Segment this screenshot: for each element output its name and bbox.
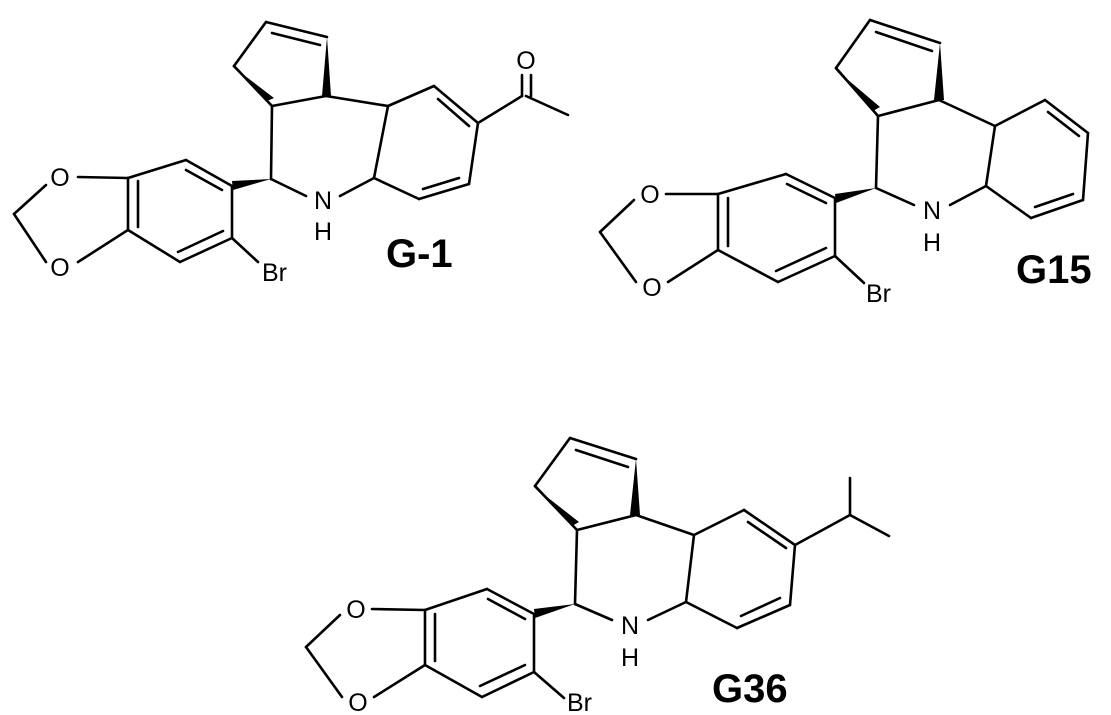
oxygen-atom-label: O (640, 181, 659, 209)
wedge-bond (232, 66, 274, 101)
bromine-atom-label: Br (567, 689, 592, 715)
compound-label: G-1 (386, 232, 453, 276)
bromine-atom-label: Br (262, 259, 287, 287)
compound-label: G36 (712, 667, 788, 711)
wedge-bond (533, 486, 579, 526)
ketone-oxygen-label: O (516, 47, 535, 75)
compound-g-1: O O N H Br O G-1 (12, 20, 570, 287)
wedge-bond (630, 459, 640, 515)
compound-g15: O O N H Br G15 (598, 18, 1092, 308)
nitrogen-atom-label: N (621, 612, 639, 640)
wedge-bond (534, 604, 575, 618)
nitrogen-atom-label: N (923, 197, 941, 225)
oxygen-atom-label: O (50, 254, 69, 282)
hydrogen-atom-label: H (923, 229, 941, 257)
compound-g36: O O N H Br G36 (304, 436, 891, 715)
oxygen-atom-label: O (346, 596, 365, 624)
oxygen-atom-label: O (642, 274, 661, 302)
wedge-bond (232, 179, 271, 190)
oxygen-atom-label: O (50, 164, 69, 192)
nitrogen-atom-label: N (314, 187, 332, 215)
wedge-bond (322, 37, 331, 96)
bromine-atom-label: Br (866, 280, 891, 308)
hydrogen-atom-label: H (621, 644, 639, 672)
oxygen-atom-label: O (348, 689, 367, 715)
compound-label: G15 (1016, 248, 1092, 292)
hydrogen-atom-label: H (314, 218, 332, 246)
wedge-bond (834, 68, 880, 111)
wedge-bond (835, 188, 876, 203)
wedge-bond (934, 43, 944, 100)
